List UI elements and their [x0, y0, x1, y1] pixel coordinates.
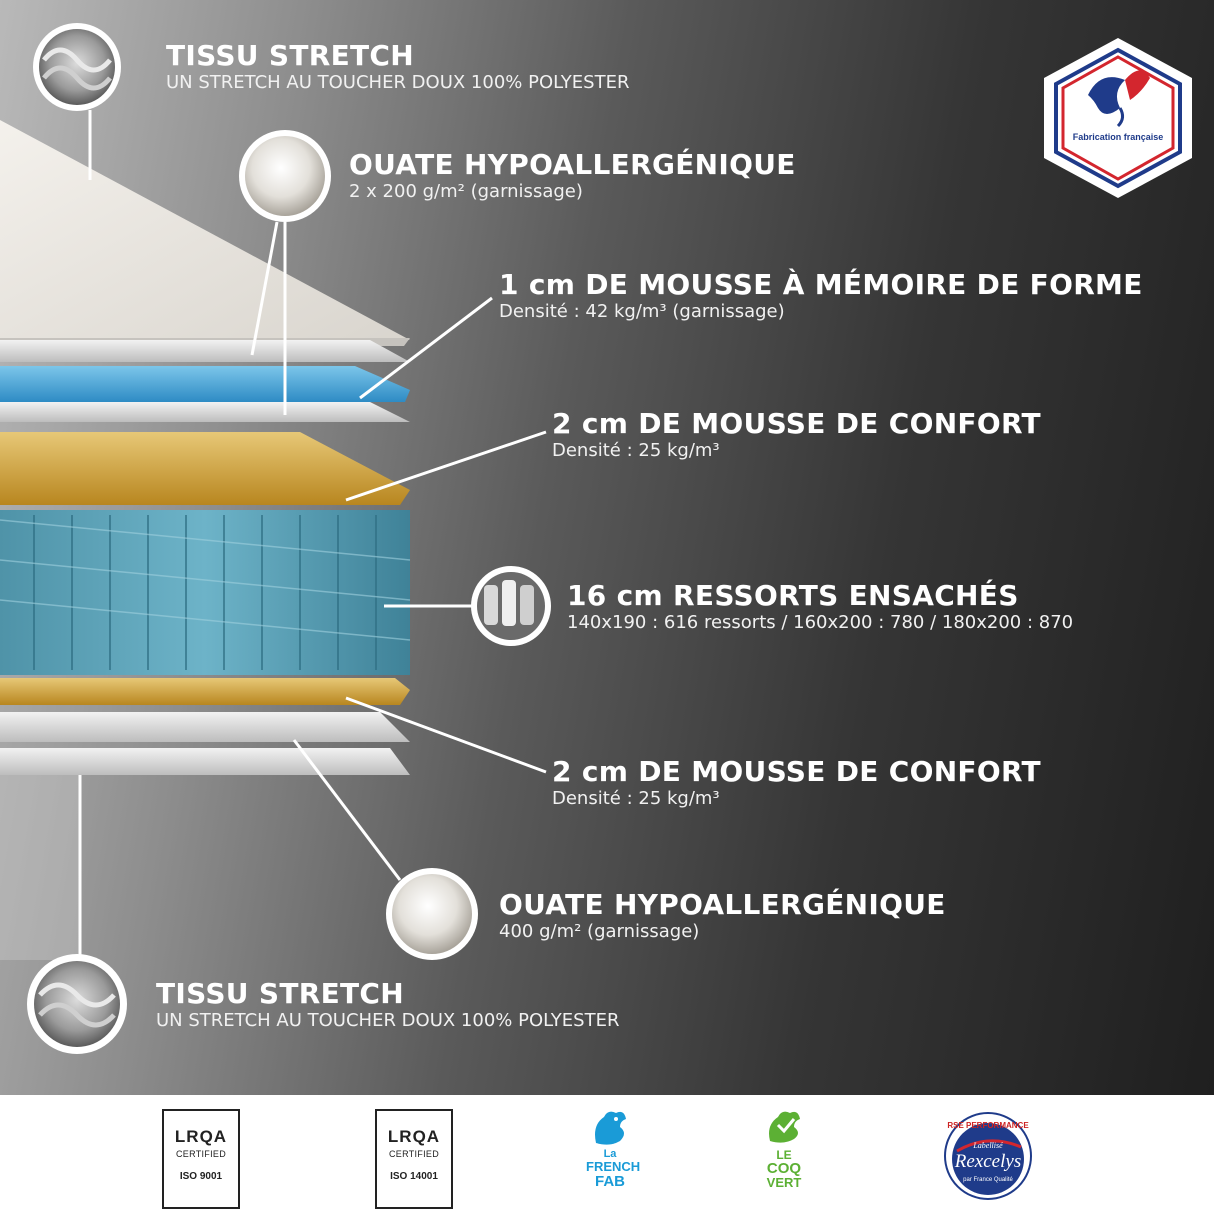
mattress-layers-illustration [0, 23, 1192, 1054]
french-fab-logo: La FRENCH FAB [586, 1107, 641, 1190]
layer-subtitle: Densité : 42 kg/m³ (garnissage) [499, 301, 785, 322]
cert-line: CERTIFIED [388, 1149, 440, 1159]
memory-foam-layer [0, 366, 410, 402]
cert-line: CERTIFIED [175, 1149, 227, 1159]
layer-subtitle: 2 x 200 g/m² (garnissage) [349, 181, 583, 202]
comfort-foam-layer-bottom [0, 678, 410, 705]
layer-subtitle: 140x190 : 616 ressorts / 160x200 : 780 /… [567, 612, 1074, 633]
fabrication-francaise-badge [1044, 38, 1192, 198]
product-infographic: TISSU STRETCH UN STRETCH AU TOUCHER DOUX… [0, 0, 1214, 1095]
swatch-knit-top-icon [33, 23, 121, 111]
top-fabric-layer [0, 120, 410, 340]
layer-label-5: 16 cm RESSORTS ENSACHÉS 140x190 : 616 re… [567, 580, 1073, 634]
badge-label: Fabrication française [1072, 132, 1164, 142]
layer-subtitle: 400 g/m² (garnissage) [499, 921, 700, 942]
rexcelys-top: RSE PERFORMANCE [947, 1121, 1029, 1130]
rexcelys-seal-icon [944, 1112, 1032, 1200]
layer-title: 2 cm DE MOUSSE DE CONFORT [552, 407, 1041, 440]
swatch-wool-top-icon [239, 130, 331, 222]
coq-vert-line1: LE [776, 1148, 792, 1162]
french-fab-line1: La [603, 1148, 617, 1160]
lrqa-iso9001-logo: LRQA CERTIFIED ISO 9001 [162, 1109, 240, 1209]
layer-label-6: 2 cm DE MOUSSE DE CONFORT Densité : 25 k… [552, 756, 1041, 810]
lrqa-logo-text: LRQA [387, 1127, 441, 1146]
coq-vert-line2: COQ [766, 1160, 802, 1177]
rexcelys-name: Rexcelys [954, 1151, 1022, 1172]
layer-title: OUATE HYPOALLERGÉNIQUE [349, 148, 796, 181]
rexcelys-sub: par France Qualité [963, 1177, 1013, 1183]
layer-label-7: OUATE HYPOALLERGÉNIQUE 400 g/m² (garniss… [499, 889, 946, 943]
cert-standard: ISO 14001 [390, 1171, 438, 1182]
pocket-springs-layer [0, 510, 410, 675]
certifications-footer: LRQA CERTIFIED ISO 9001 LRQA CERTIFIED I… [0, 1095, 1214, 1214]
lrqa-iso14001-logo: LRQA CERTIFIED ISO 14001 [375, 1109, 453, 1209]
bottom-fabric-layer [0, 748, 410, 775]
coq-vert-logo: LE COQ VERT [762, 1107, 806, 1190]
french-fab-line2: FRENCH [586, 1159, 641, 1174]
layer-label-8: TISSU STRETCH UN STRETCH AU TOUCHER DOUX… [156, 978, 619, 1032]
swatch-wool-bottom-icon [386, 868, 478, 960]
wadding-layer-top-2 [0, 402, 410, 422]
bottom-fabric-shade [0, 775, 80, 960]
coq-vert-rooster-icon [769, 1111, 800, 1143]
layer-label-2: OUATE HYPOALLERGÉNIQUE 2 x 200 g/m² (gar… [349, 149, 796, 203]
leader-lines [78, 110, 547, 955]
rexcelys-logo: RSE PERFORMANCE Labellisé Rexcelys par F… [943, 1111, 1033, 1201]
layer-title: TISSU STRETCH [156, 977, 405, 1010]
layer-title: 2 cm DE MOUSSE DE CONFORT [552, 755, 1041, 788]
french-fab-rooster-icon [595, 1111, 626, 1145]
cert-standard: ISO 9001 [179, 1171, 223, 1182]
layer-title: TISSU STRETCH [166, 39, 415, 72]
layer-label-1: TISSU STRETCH UN STRETCH AU TOUCHER DOUX… [166, 40, 629, 94]
comfort-foam-layer-top [0, 432, 410, 505]
layer-label-4: 2 cm DE MOUSSE DE CONFORT Densité : 25 k… [552, 408, 1041, 462]
layer-subtitle: UN STRETCH AU TOUCHER DOUX 100% POLYESTE… [166, 72, 630, 93]
wadding-layer-top [0, 340, 410, 362]
layer-label-3: 1 cm DE MOUSSE À MÉMOIRE DE FORME Densit… [499, 269, 1143, 323]
french-fab-line3: FAB [595, 1173, 625, 1190]
layer-subtitle: Densité : 25 kg/m³ [552, 440, 720, 461]
lrqa-logo-text: LRQA [174, 1127, 228, 1146]
swatch-springs-icon [471, 566, 551, 646]
rexcelys-labelled: Labellisé [973, 1141, 1003, 1150]
coq-vert-line3: VERT [766, 1175, 802, 1190]
wadding-layer-bottom [0, 712, 410, 742]
layer-subtitle: Densité : 25 kg/m³ [552, 788, 720, 809]
layer-title: 16 cm RESSORTS ENSACHÉS [567, 579, 1019, 612]
layer-title: 1 cm DE MOUSSE À MÉMOIRE DE FORME [499, 268, 1143, 301]
layer-title: OUATE HYPOALLERGÉNIQUE [499, 888, 946, 921]
layer-subtitle: UN STRETCH AU TOUCHER DOUX 100% POLYESTE… [156, 1010, 620, 1031]
swatch-knit-bottom-icon [27, 954, 127, 1054]
